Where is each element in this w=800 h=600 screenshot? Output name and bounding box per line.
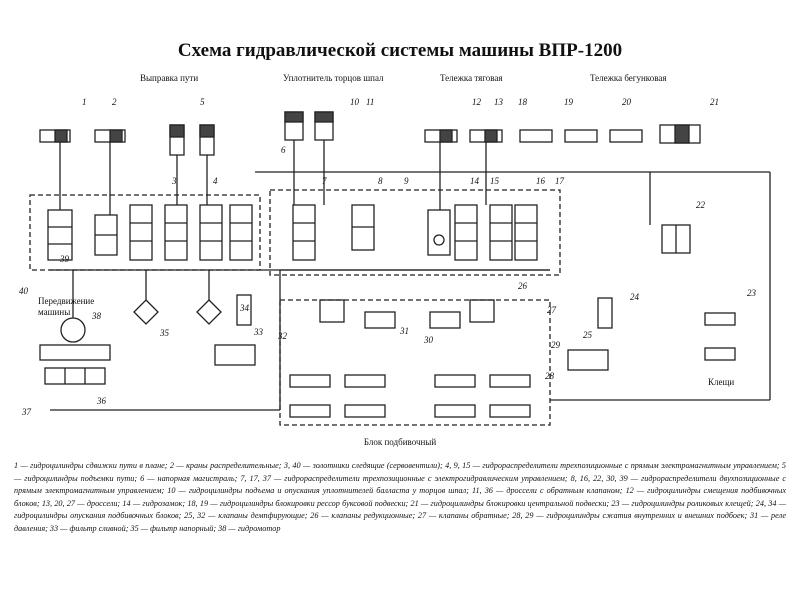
tamping-block — [269, 189, 561, 276]
label-14: 14 — [470, 176, 479, 186]
legend-text: 1 — гидроцилиндры сдвижки пути в плане; … — [14, 461, 786, 533]
label-1: 1 — [82, 97, 87, 107]
label-30: 30 — [424, 335, 433, 345]
valve-3b — [164, 204, 188, 261]
label-8: 8 — [378, 176, 383, 186]
section-straightening: Выправка пути — [140, 73, 199, 83]
label-13: 13 — [494, 97, 503, 107]
label-16: 16 — [536, 176, 545, 186]
label-17: 17 — [555, 176, 564, 186]
label-37: 37 — [22, 407, 31, 417]
label-clamps: Клещи — [708, 377, 735, 387]
label-25: 25 — [583, 330, 592, 340]
section-traction: Тележка тяговая — [440, 73, 503, 83]
valve-40 — [94, 214, 118, 256]
label-18: 18 — [518, 97, 527, 107]
label-29: 29 — [551, 340, 560, 350]
label-15: 15 — [490, 176, 499, 186]
label-11: 11 — [366, 97, 375, 107]
label-26: 26 — [518, 281, 527, 291]
valve-37 — [44, 367, 106, 385]
label-2: 2 — [112, 97, 117, 107]
label-6: 6 — [281, 145, 286, 155]
hydromotor-38 — [60, 317, 86, 343]
label-3: 3 — [172, 176, 177, 186]
label-4: 4 — [213, 176, 218, 186]
label-21: 21 — [710, 97, 719, 107]
label-35: 35 — [160, 328, 169, 338]
label-10: 10 — [350, 97, 359, 107]
label-28: 28 — [545, 371, 554, 381]
label-23: 23 — [747, 288, 756, 298]
valve-3 — [129, 204, 153, 261]
label-movement: Передвижение машины — [38, 296, 95, 317]
label-36: 36 — [97, 396, 106, 406]
section-tamper: Уплотнитель торцов шпал — [283, 73, 384, 83]
valve-4 — [199, 204, 223, 261]
valve-14 — [427, 209, 451, 256]
label-34: 34 — [240, 303, 249, 313]
label-31: 31 — [400, 326, 409, 336]
valve-39 — [47, 209, 73, 261]
label-27: 27 — [547, 305, 556, 315]
label-24: 24 — [630, 292, 639, 302]
label-32: 32 — [278, 331, 287, 341]
label-9: 9 — [404, 176, 409, 186]
filter-35a — [133, 299, 159, 325]
label-20: 20 — [622, 97, 631, 107]
label-19: 19 — [564, 97, 573, 107]
valve-8 — [351, 204, 375, 251]
valve-17 — [514, 204, 538, 261]
label-33: 33 — [254, 327, 263, 337]
page-title: Схема гидравлической системы машины ВПР-… — [177, 40, 623, 61]
straightening-block — [29, 194, 261, 271]
tamping-unit-frame — [279, 299, 551, 426]
valve-22 — [661, 224, 691, 254]
valve-4b — [229, 204, 253, 261]
section-runner: Тележка бегунковая — [590, 73, 667, 83]
label-38: 38 — [92, 311, 101, 321]
valve-15 — [454, 204, 478, 261]
valve-7 — [292, 204, 316, 261]
label-39: 39 — [60, 254, 69, 264]
filter-35b — [196, 299, 222, 325]
label-40: 40 — [19, 286, 28, 296]
label-5: 5 — [200, 97, 205, 107]
label-12: 12 — [472, 97, 481, 107]
label-7: 7 — [322, 176, 327, 186]
valve-16 — [489, 204, 513, 261]
label-22: 22 — [696, 200, 705, 210]
block-caption: Блок подбивочный — [363, 437, 437, 447]
